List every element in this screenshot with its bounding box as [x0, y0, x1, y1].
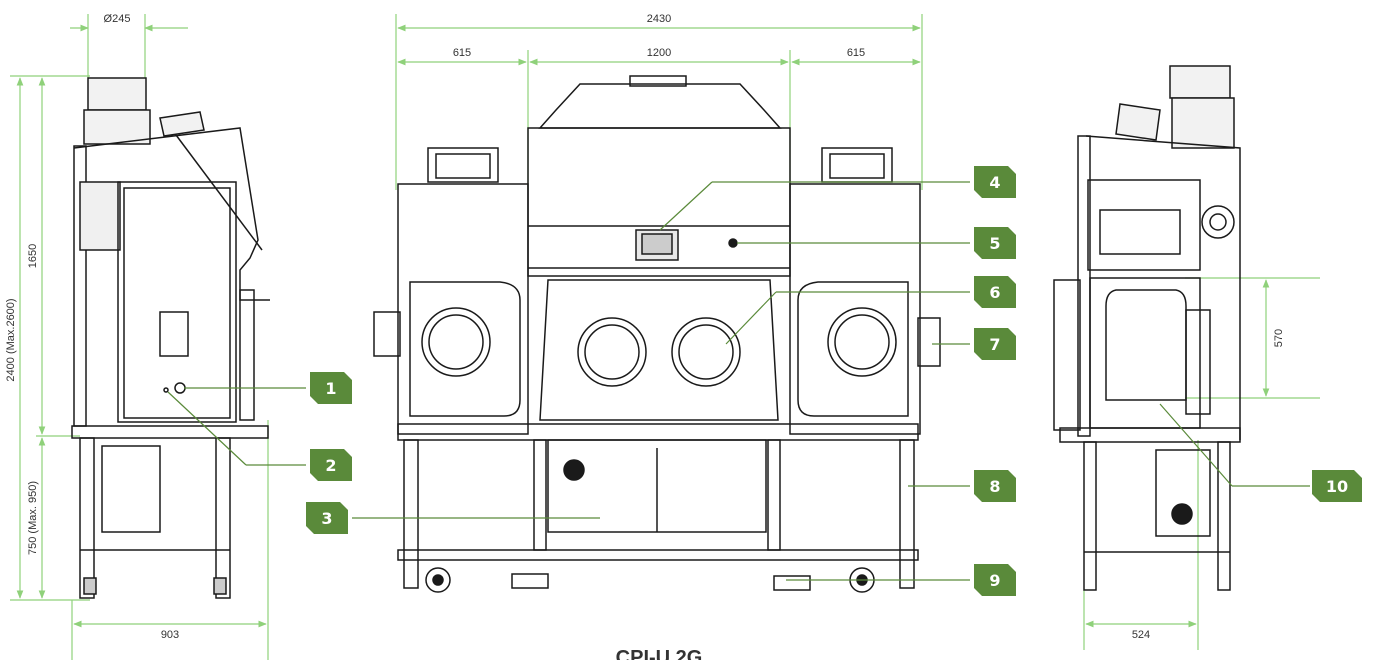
callout-badges: 1 2 3 4 5 6 7 8	[306, 166, 1362, 596]
callout-label-6: 6	[989, 283, 1000, 302]
callout-label-3: 3	[321, 509, 332, 528]
left-side-view	[71, 77, 270, 599]
callout-6: 6	[974, 276, 1016, 308]
callout-10: 10	[1312, 470, 1362, 502]
callout-1: 1	[310, 372, 352, 404]
leader-lines	[167, 181, 1310, 581]
callout-7: 7	[974, 328, 1016, 360]
dim-stand-height: 750 (Max. 950)	[27, 481, 39, 555]
dim-window-height: 570	[1273, 329, 1285, 347]
callout-label-8: 8	[989, 477, 1000, 496]
callout-2: 2	[310, 449, 352, 481]
callout-8: 8	[974, 470, 1016, 502]
callout-label-2: 2	[325, 456, 336, 475]
dim-total-height: 2400 (Max.2600)	[5, 298, 17, 381]
front-view	[373, 75, 941, 593]
dim-right-module: 615	[847, 47, 865, 59]
callout-label-10: 10	[1326, 477, 1348, 496]
callout-label-5: 5	[989, 234, 1000, 253]
callout-label-4: 4	[989, 173, 1000, 192]
dim-right-side-width: 524	[1132, 629, 1150, 641]
callout-9: 9	[974, 564, 1016, 596]
callout-label-9: 9	[989, 571, 1000, 590]
callout-4: 4	[974, 166, 1016, 198]
dimension-lines	[10, 14, 1320, 660]
dim-upper-height: 1650	[27, 244, 39, 268]
callout-3: 3	[306, 502, 348, 534]
dim-left-module: 615	[453, 47, 471, 59]
callout-5: 5	[974, 227, 1016, 259]
dim-total-width: 2430	[647, 13, 671, 25]
dim-duct-diameter: Ø245	[104, 13, 131, 25]
right-side-view	[1053, 65, 1241, 591]
model-caption: CPI-U 2G	[616, 647, 703, 660]
dim-center-module: 1200	[647, 47, 671, 59]
dimension-labels: Ø245 2430 615 1200 615 2400 (Max.2600) 1…	[5, 13, 1285, 641]
callout-label-7: 7	[989, 335, 1000, 354]
dim-side-depth: 903	[161, 629, 179, 641]
callout-label-1: 1	[325, 379, 336, 398]
